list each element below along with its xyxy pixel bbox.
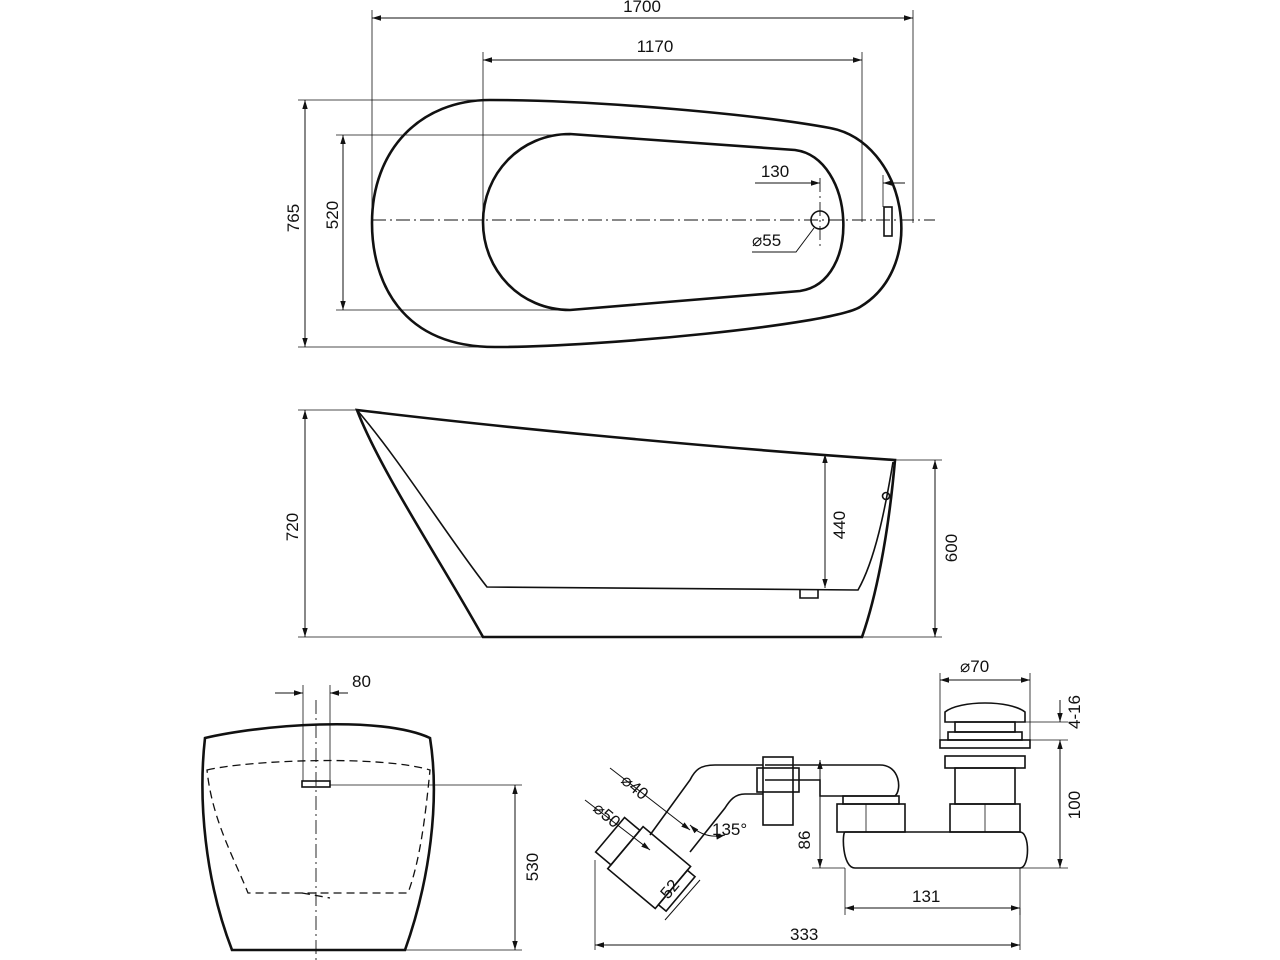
- dim-overall-height: 720: [283, 513, 302, 541]
- dim-end-height: 530: [523, 853, 542, 881]
- dim-drain-height: 100: [1065, 791, 1084, 819]
- drain-plug: [944, 702, 1026, 723]
- dim-trap-height: 86: [795, 831, 814, 850]
- dim-plug-adjust: 4-16: [1065, 695, 1084, 729]
- dim-overflow-width: 80: [352, 672, 371, 691]
- dim-plug-diameter: ⌀70: [960, 657, 989, 676]
- overflow: [883, 206, 893, 237]
- siphon-detail: ⌀70 4-16 100 86 131 333 ⌀40 ⌀50 135° 52: [584, 657, 1084, 950]
- dim-overall-length: 1700: [623, 0, 661, 16]
- side-inner-outline: [356, 409, 894, 591]
- drain-hole: [810, 210, 830, 230]
- dim-pipe-diameter-50: ⌀50: [589, 799, 624, 832]
- dim-angle: 135°: [712, 820, 747, 839]
- overflow-pipe: [765, 764, 900, 797]
- side-overflow: [881, 491, 891, 501]
- tub-inner-outline: [481, 132, 845, 312]
- dim-inner-width: 520: [323, 201, 342, 229]
- drain-body: [954, 767, 1016, 805]
- side-view: 720 440 600: [283, 408, 961, 639]
- trap-body: [842, 831, 1029, 869]
- end-view: 80 530: [201, 672, 542, 960]
- top-view: 1700 1170 765 520 130 ⌀55: [284, 0, 935, 349]
- dim-drain-offset: 130: [761, 162, 789, 181]
- dim-pipe-diameter-40: ⌀40: [617, 771, 652, 804]
- dim-inner-length: 1170: [637, 37, 674, 56]
- dim-inner-depth: 440: [830, 511, 849, 539]
- dim-total-length: 333: [790, 925, 818, 944]
- outlet-pipe: [594, 816, 697, 913]
- end-inner-outline: [206, 759, 431, 894]
- side-drain: [799, 590, 819, 599]
- end-outer-outline: [201, 722, 436, 952]
- dim-trap-width: 131: [912, 887, 940, 906]
- dim-overall-width: 765: [284, 204, 303, 232]
- dim-end-height: 600: [942, 534, 961, 562]
- pipe-coupling: [762, 756, 794, 826]
- dim-drain-diameter: ⌀55: [752, 231, 781, 250]
- side-outer-outline: [355, 408, 897, 639]
